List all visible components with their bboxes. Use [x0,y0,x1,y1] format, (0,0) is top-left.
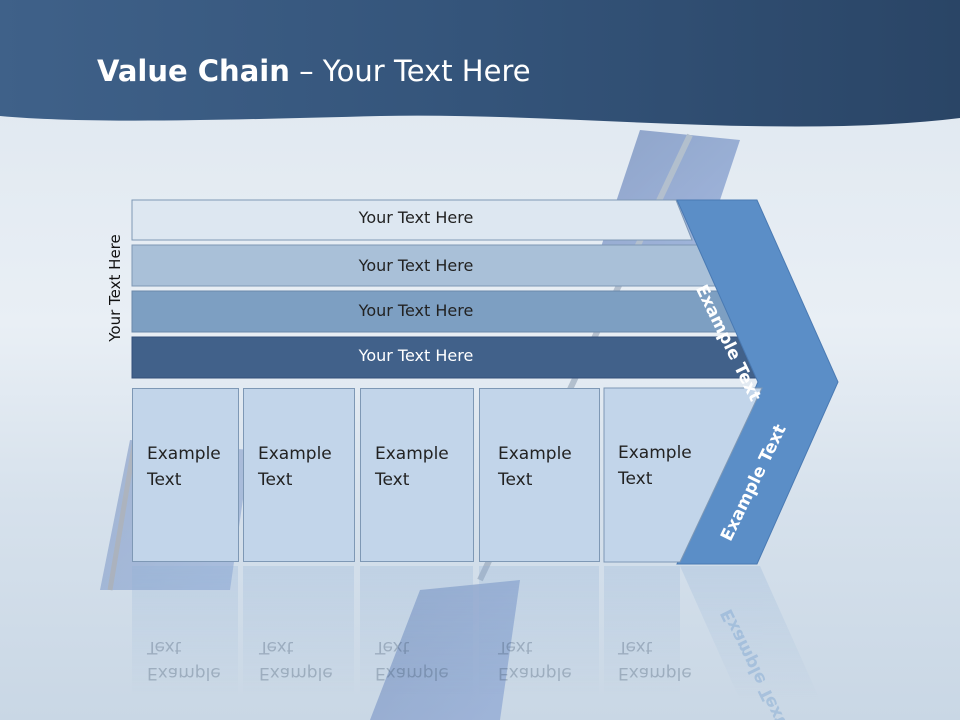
activity-box-3: Example Text [360,388,474,562]
activity-box-1: Example Text [132,388,239,562]
activity-box-4: Example Text [479,388,600,562]
activity-box-2-label: Example Text [258,444,332,490]
header-band [0,0,960,127]
reflection-text-2: Example Text [259,637,333,683]
reflection-text-1: Example Text [147,637,221,683]
activity-box-1-label: Example Text [147,444,221,490]
box-5-slant [603,387,763,563]
title-bold: Value Chain [97,54,290,88]
activity-box-4-label: Example Text [498,444,572,490]
bar-1-label: Your Text Here [358,208,474,227]
bar-2-label: Your Text Here [358,256,474,275]
reflection-text-5: Example Text [618,637,692,683]
bar-1 [131,199,693,241]
page-title: Value Chain – Your Text Here [97,54,531,88]
bar-3-label: Your Text Here [358,301,474,320]
activity-box-3-label: Example Text [375,444,449,490]
reflection-text-4: Example Text [498,637,572,683]
title-rest: – Your Text Here [289,54,531,88]
reflection-text-3: Example Text [375,637,449,683]
activity-box-2: Example Text [243,388,355,562]
activity-box-5: Example Text [604,388,754,562]
chevron-arrow [676,199,839,565]
activity-box-5-label: Example Text [618,443,692,489]
bar-4-label: Your Text Here [358,346,474,365]
